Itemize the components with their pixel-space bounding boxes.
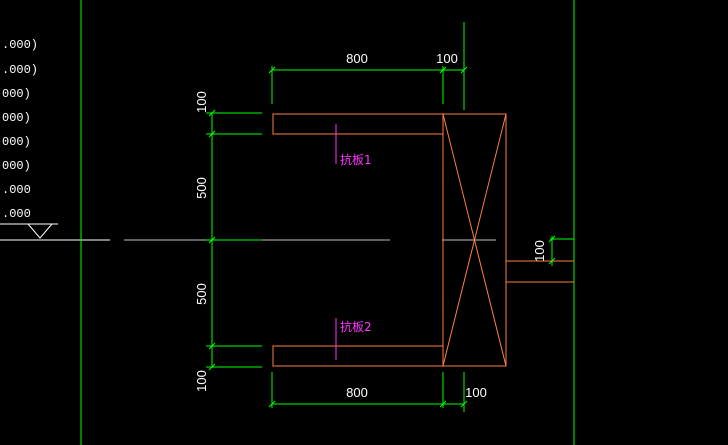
elevation-label: 000) [2, 111, 31, 125]
dimension-text-top-100: 100 [436, 51, 458, 66]
slab-label-1: 抗板1 [340, 152, 372, 167]
elevation-label: 000) [2, 159, 31, 173]
elevation-label: 000) [2, 87, 31, 101]
dimension-text-left-lower-500: 500 [194, 283, 209, 305]
dimension-text-top-800: 800 [346, 51, 368, 66]
dimension-text-left-upper-100: 100 [194, 91, 209, 113]
dimension-text-right-100: 100 [532, 240, 547, 262]
elevation-label: .000 [2, 207, 31, 221]
dimension-top [268, 66, 468, 104]
wall-outline [442, 113, 507, 367]
dimension-left [206, 109, 262, 371]
dimension-bottom [268, 372, 468, 408]
elevation-label: .000) [2, 38, 38, 52]
elevation-label: .000 [2, 183, 31, 197]
dimension-text-bottom-100: 100 [465, 385, 487, 400]
dimension-text-bottom-800: 800 [346, 385, 368, 400]
dimension-text-left-lower-100: 100 [194, 370, 209, 392]
dimension-text-left-upper-500: 500 [194, 177, 209, 199]
slab-label-2: 抗板2 [340, 319, 372, 334]
elevation-label: .000) [2, 63, 38, 77]
elevation-list: .000) .000) 000) 000) 000) 000) .000 .00… [2, 38, 38, 221]
section-geometry [272, 113, 574, 367]
elevation-label: 000) [2, 135, 31, 149]
wall-cross-line [442, 113, 507, 367]
elevation-marker-icon [0, 223, 110, 241]
